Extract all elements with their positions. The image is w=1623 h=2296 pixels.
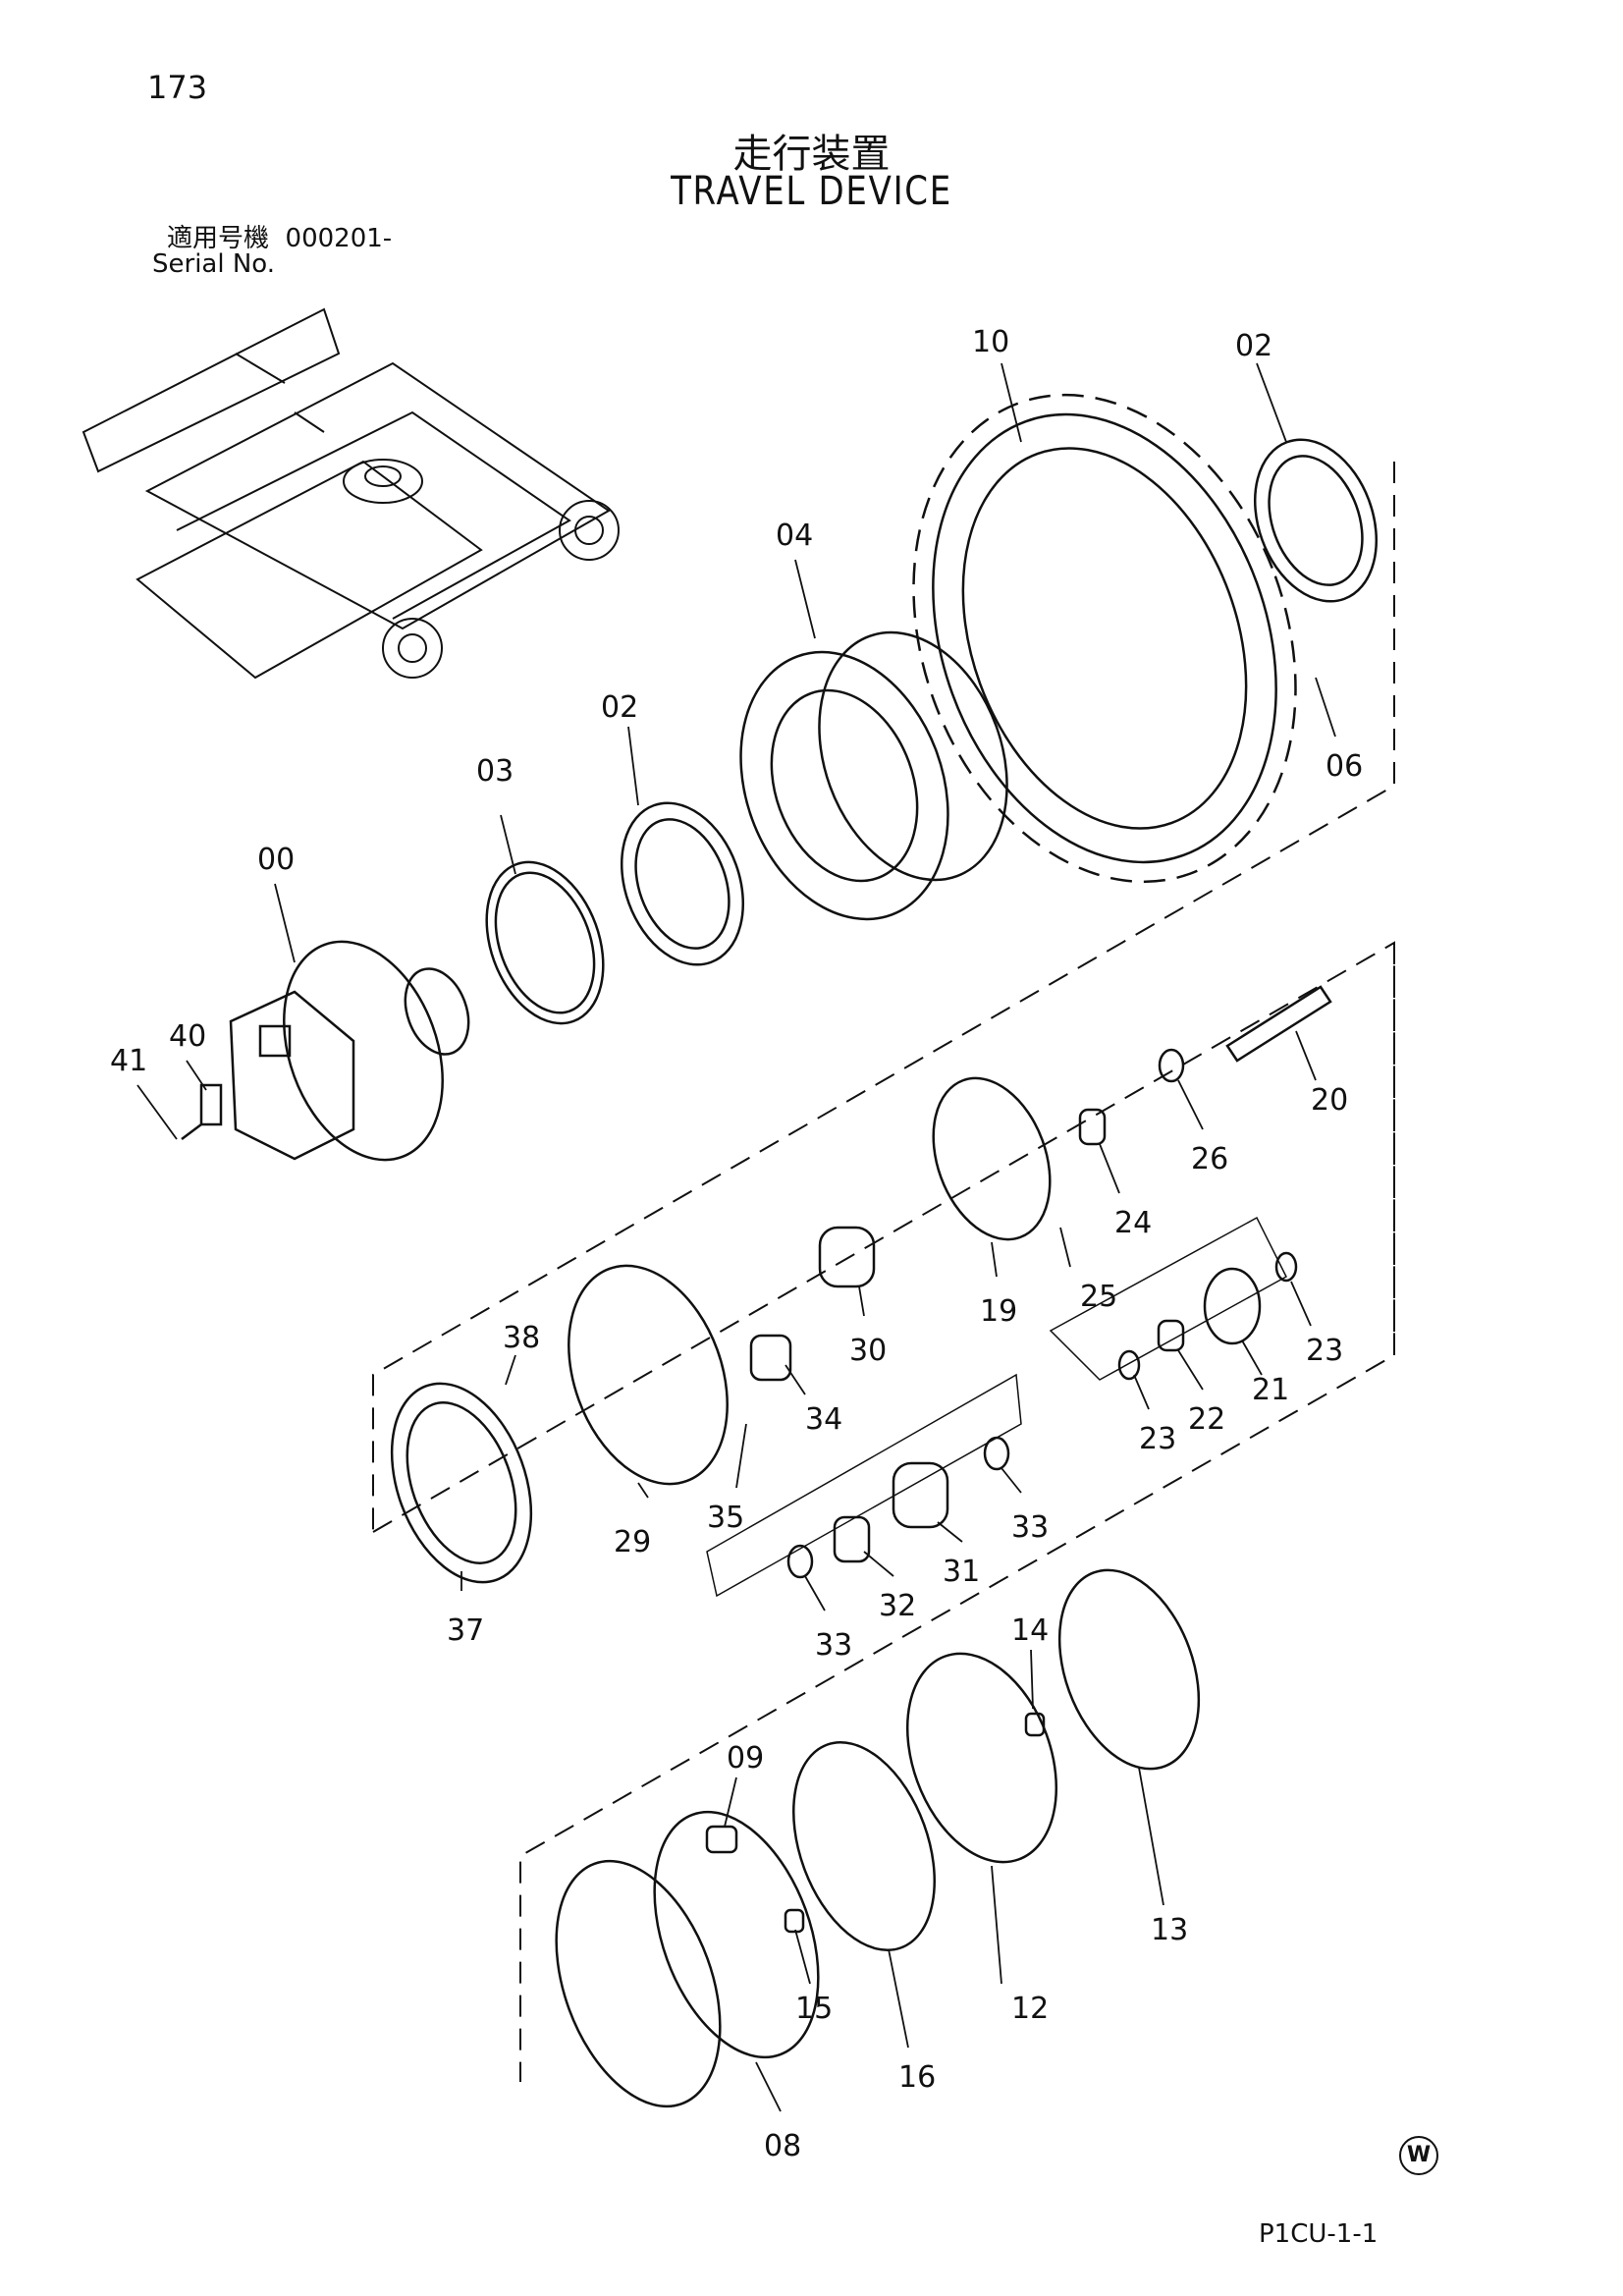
callout-label: 35 <box>707 1501 744 1535</box>
callout-label: 20 <box>1311 1083 1348 1118</box>
bearing-part-02-top <box>1253 438 1379 603</box>
o-ring-part-13 <box>1057 1568 1201 1771</box>
bearing-part-02-middle <box>620 801 745 966</box>
callout-label: 34 <box>805 1402 842 1437</box>
callout-label: 03 <box>476 754 514 789</box>
page-title-japanese: 走行装置 <box>732 132 891 177</box>
washer-part-26 <box>1158 1048 1185 1083</box>
callout-label: 09 <box>727 1741 764 1776</box>
callout-label: 02 <box>1235 329 1272 363</box>
callout-label: 40 <box>169 1019 206 1054</box>
washer-part-23-left <box>1117 1349 1141 1381</box>
shaft-part-20 <box>1225 985 1332 1063</box>
callout-label: 10 <box>972 325 1009 359</box>
callout-label: 08 <box>764 2129 801 2163</box>
gear-part-21 <box>1203 1267 1262 1345</box>
pin-part-34 <box>749 1334 792 1382</box>
hub-part-04 <box>739 630 1008 921</box>
plug-part-14 <box>1024 1712 1046 1737</box>
callout-label: 15 <box>795 1992 833 2026</box>
sprocket-part-10 <box>912 393 1297 884</box>
callout-label: 38 <box>503 1321 540 1355</box>
callout-label: 24 <box>1114 1206 1152 1240</box>
washer-part-23-right <box>1274 1251 1298 1283</box>
gear-part-22 <box>1157 1319 1185 1352</box>
callout-label: 19 <box>980 1294 1017 1329</box>
callout-label: 37 <box>447 1613 484 1648</box>
callout-label: 31 <box>943 1555 980 1589</box>
ring-gear-part-08 <box>555 1859 722 2108</box>
plate-part-40 <box>199 1083 223 1126</box>
cover-part-12 <box>905 1652 1058 1864</box>
gear-part-32 <box>833 1515 871 1563</box>
o-ring-part-16 <box>792 1741 936 1951</box>
plug-part-15 <box>784 1908 805 1934</box>
group-boundaries <box>372 462 1395 2082</box>
serial-label-japanese: 適用号機 <box>167 224 270 253</box>
undercarriage-illustration <box>81 307 620 680</box>
footer-code: P1CU-1-1 <box>1259 2219 1379 2249</box>
corner-mark: W <box>1399 2136 1438 2175</box>
carrier-part-29 <box>568 1264 729 1486</box>
serial-label-english: Serial No. <box>152 249 275 279</box>
gear-part-30 <box>818 1226 876 1288</box>
serial-value: 000201- <box>285 224 393 253</box>
callout-label: 33 <box>815 1628 852 1663</box>
pin-part-24 <box>1078 1108 1107 1146</box>
callout-labels: 10 02 04 06 02 03 00 40 41 20 26 24 19 2… <box>110 325 1363 2163</box>
screw-part-41 <box>181 1123 202 1140</box>
callout-label: 04 <box>776 519 813 553</box>
callout-label: 02 <box>601 690 638 725</box>
page-title-english: TRAVEL DEVICE <box>671 169 952 214</box>
leader-lines <box>136 362 1336 2112</box>
callout-label: 16 <box>898 2060 936 2095</box>
ring-part-37 <box>390 1382 533 1584</box>
gear-part-31 <box>892 1461 949 1529</box>
seal-part-03 <box>485 860 605 1025</box>
callout-label: 06 <box>1325 749 1363 784</box>
callout-label: 32 <box>879 1589 916 1623</box>
callout-label: 23 <box>1139 1422 1176 1456</box>
callout-label: 41 <box>110 1044 147 1078</box>
callout-label: 30 <box>849 1334 887 1368</box>
bolt-part-09 <box>705 1825 738 1854</box>
serial-range: 適用号機 000201- <box>167 218 392 254</box>
callout-label: 21 <box>1252 1373 1289 1407</box>
callout-label: 33 <box>1011 1510 1049 1545</box>
carrier-part-19 <box>932 1076 1052 1241</box>
callout-label: 29 <box>614 1525 651 1559</box>
callout-label: 26 <box>1191 1142 1228 1176</box>
travel-motor-part-00 <box>229 940 470 1162</box>
callout-label: 25 <box>1080 1280 1117 1314</box>
callout-label: 22 <box>1188 1402 1225 1437</box>
callout-label: 14 <box>1011 1613 1049 1648</box>
washer-part-33-right <box>983 1436 1010 1471</box>
page-number: 173 <box>147 69 208 106</box>
callout-label: 00 <box>257 843 295 877</box>
callout-label: 12 <box>1011 1992 1049 2026</box>
washer-part-33-left <box>786 1544 814 1579</box>
callout-label: 13 <box>1151 1913 1188 1947</box>
callout-label: 23 <box>1306 1334 1343 1368</box>
